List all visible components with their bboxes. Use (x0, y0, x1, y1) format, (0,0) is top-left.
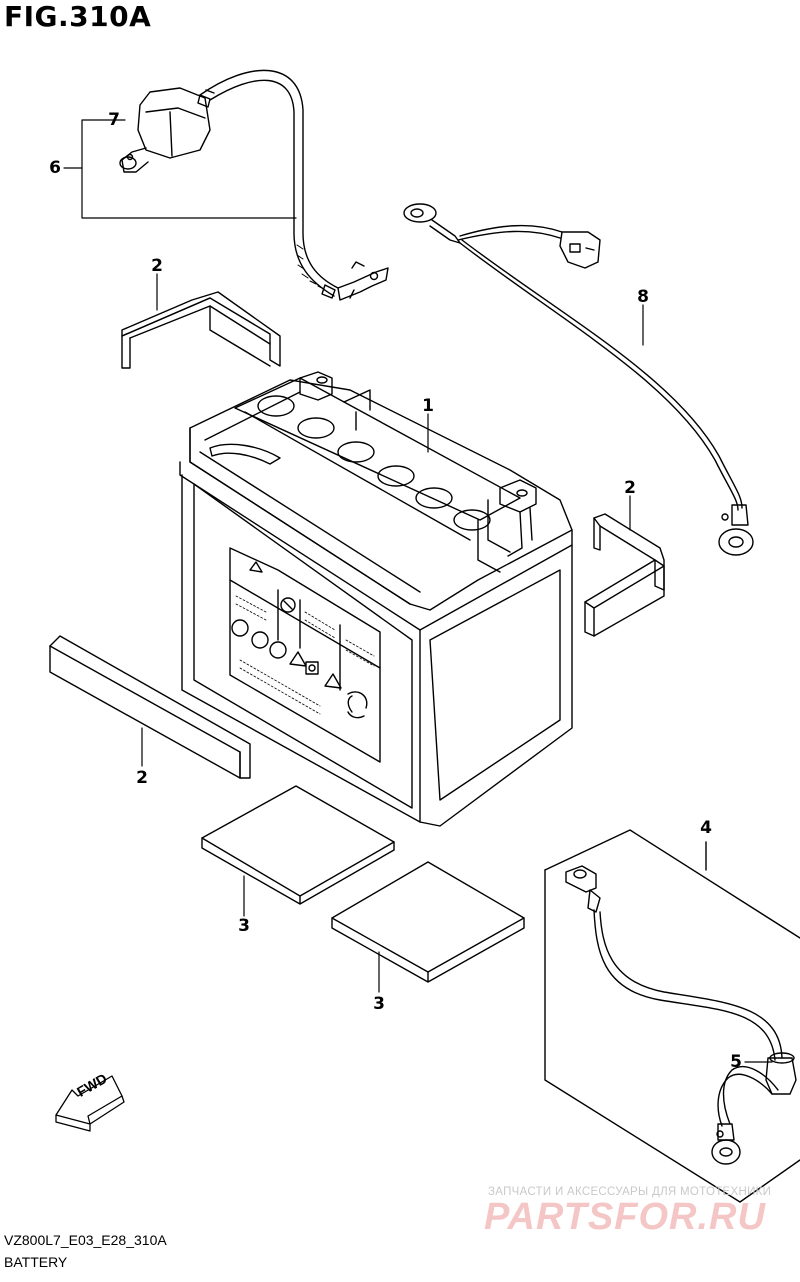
callout-7: 7 (108, 110, 120, 130)
callout-1: 1 (422, 396, 434, 416)
ground-wire-box (544, 829, 800, 1203)
battery-cushion-lower (49, 635, 251, 779)
ground-wire (565, 865, 797, 1165)
callout-3-lower: 3 (373, 994, 385, 1014)
battery-cushion-right (584, 513, 665, 637)
callout-leaders (63, 119, 773, 1063)
callout-2-right: 2 (624, 478, 636, 498)
positive-cable-assembly (199, 69, 389, 301)
model-code: VZ800L7_E03_E28_310A (4, 1232, 167, 1248)
terminal-cover-cap (119, 87, 215, 173)
battery (179, 371, 573, 827)
callout-8: 8 (637, 287, 649, 307)
callout-2-upper: 2 (151, 256, 163, 276)
battery-cushion-upper (121, 291, 281, 369)
callout-4: 4 (700, 818, 712, 838)
figure-title: FIG.310A (4, 0, 152, 33)
battery-mat-upper (201, 785, 395, 905)
section-name: BATTERY (4, 1254, 68, 1270)
callout-2-lower: 2 (136, 768, 148, 788)
negative-lead-wire (403, 203, 754, 556)
callout-3-upper: 3 (238, 916, 250, 936)
watermark-brand: PARTSFOR.RU (484, 1196, 766, 1238)
watermark-tagline: ЗАПЧАСТИ И АКСЕССУАРЫ ДЛЯ МОТОТЕХНИКИ (488, 1186, 772, 1198)
callout-5: 5 (730, 1052, 742, 1072)
callout-6: 6 (49, 158, 61, 178)
fwd-arrow-icon (55, 1075, 125, 1132)
battery-mat-lower (331, 861, 525, 983)
